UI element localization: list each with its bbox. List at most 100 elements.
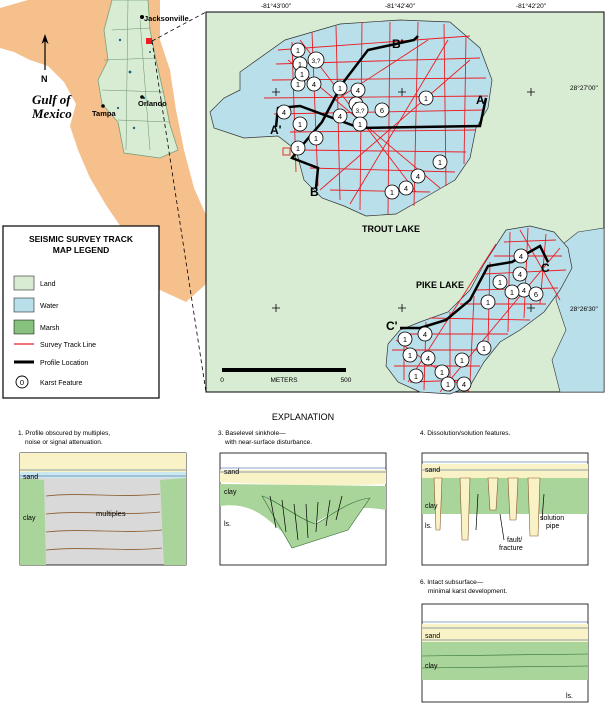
karst-feature-value: 1 bbox=[298, 120, 302, 129]
profile-label-c-prime: C' bbox=[386, 319, 398, 333]
panel-6-label-clay: clay bbox=[425, 663, 438, 670]
latitude-label-2: 28°26'30" bbox=[570, 305, 599, 313]
panel-3-label-sand: sand bbox=[224, 469, 239, 476]
explanation-panel-4: 4. Dissolution/solution features. sand c… bbox=[420, 430, 589, 566]
karst-feature-value: 1 bbox=[482, 344, 486, 353]
explanation-title: EXPLANATION bbox=[272, 412, 334, 422]
karst-feature-value: 1 bbox=[403, 335, 407, 344]
legend-label-track: Survey Track Line bbox=[40, 342, 96, 349]
panel-4-label-sand: sand bbox=[425, 467, 440, 474]
explanation-panel-3: 3. Baselevel sinkhole— with near-surface… bbox=[218, 430, 387, 566]
pike-lake-label: PIKE LAKE bbox=[416, 280, 464, 290]
karst-feature-value: 1 bbox=[510, 288, 514, 297]
karst-feature-value: 4 bbox=[426, 354, 430, 363]
panel-3-caption-line1: 3. Baselevel sinkhole— bbox=[218, 430, 286, 437]
panel-4-label-fracture: fracture bbox=[499, 545, 523, 552]
karst-feature-marker: 6 bbox=[374, 102, 390, 118]
karst-feature-value: 6 bbox=[380, 106, 384, 115]
karst-feature-marker: 6 bbox=[528, 286, 544, 302]
panel-3-label-clay: clay bbox=[224, 489, 237, 496]
explanation-panel-1: 1. Profile obscured by multiples, noise … bbox=[18, 430, 187, 566]
longitude-label-1: -81°43'00" bbox=[261, 2, 292, 10]
longitude-label-3: -81°42'20" bbox=[516, 2, 547, 10]
map-legend: SEISMIC SURVEY TRACK MAP LEGEND Land Wat… bbox=[2, 225, 160, 399]
karst-feature-value: 4 bbox=[462, 380, 466, 389]
legend-symbol-karst bbox=[15, 375, 29, 389]
legend-title-line1: SEISMIC SURVEY TRACK bbox=[29, 234, 134, 244]
city-dot-orlando bbox=[140, 95, 144, 99]
legend-label-land: Land bbox=[40, 281, 56, 288]
karst-feature-marker: 1 bbox=[434, 364, 450, 380]
main-map: A A' B B' C C' TROUT LAKE PIKE LAKE -81°… bbox=[205, 2, 605, 395]
karst-feature-marker: 1 bbox=[397, 331, 413, 347]
karst-feature-value: 1 bbox=[408, 351, 412, 360]
longitude-label-2: -81°42'40" bbox=[385, 2, 416, 10]
karst-feature-value: 4 bbox=[338, 112, 342, 121]
profile-label-a-prime: A' bbox=[270, 123, 282, 137]
panel-1-label-sand: sand bbox=[23, 474, 38, 481]
karst-feature-marker: 4 bbox=[306, 76, 322, 92]
karst-feature-value: 3,? bbox=[355, 108, 364, 115]
karst-feature-marker: 4 bbox=[456, 376, 472, 392]
panel-6-label-ls: ls. bbox=[566, 693, 573, 700]
karst-feature-value: 1 bbox=[296, 80, 300, 89]
karst-feature-marker: 3,? bbox=[307, 51, 325, 69]
profile-labels: A A' B B' C C' bbox=[270, 37, 550, 333]
panel-4-label-ls: ls. bbox=[425, 523, 432, 530]
karst-feature-marker: 1 bbox=[480, 294, 496, 310]
karst-feature-value: 1 bbox=[300, 70, 304, 79]
karst-feature-value: 1 bbox=[338, 84, 342, 93]
legend-swatch-water bbox=[13, 297, 35, 313]
karst-feature-value: 4 bbox=[416, 172, 420, 181]
panel-1-label-clay: clay bbox=[23, 515, 36, 522]
city-label-jacksonville: Jacksonville bbox=[144, 14, 189, 23]
karst-feature-value: 1 bbox=[414, 372, 418, 381]
panel-4-label-clay: clay bbox=[425, 503, 438, 510]
inland-lakes bbox=[116, 38, 151, 130]
karst-feature-value: 1 bbox=[446, 380, 450, 389]
karst-feature-marker: 4 bbox=[512, 266, 528, 282]
karst-feature-value: 3,? bbox=[311, 58, 320, 65]
karst-feature-marker: 1 bbox=[290, 42, 306, 58]
karst-feature-marker: 1 bbox=[402, 347, 418, 363]
karst-markers-trout: 1 1 3,? 1 1 4 1 4 1 4 4 1 3,? 6 1 1 1 1 … bbox=[276, 42, 448, 200]
study-area-marker bbox=[146, 38, 152, 44]
karst-feature-marker: 4 bbox=[332, 108, 348, 124]
karst-feature-value: 1 bbox=[314, 134, 318, 143]
karst-markers-pike: 4 4 1 4 6 1 1 4 1 1 4 1 1 1 1 4 1 bbox=[397, 248, 544, 392]
karst-feature-marker: 1 bbox=[454, 352, 470, 368]
karst-feature-value: 1 bbox=[390, 188, 394, 197]
karst-feature-marker: 1 bbox=[290, 140, 306, 156]
karst-feature-marker: 4 bbox=[420, 350, 436, 366]
profile-label-b: B bbox=[310, 185, 319, 199]
scale-label-zero: 0 bbox=[220, 377, 224, 384]
karst-feature-marker: 1 bbox=[352, 116, 368, 132]
gulf-label-line1: Gulf of bbox=[32, 92, 72, 107]
karst-feature-value: 4 bbox=[282, 108, 286, 117]
profile-label-a: A bbox=[476, 93, 485, 107]
panel-4-label-solution: solution bbox=[540, 515, 564, 522]
panel-1-label-multiples: multiples bbox=[96, 509, 126, 518]
karst-feature-marker: 1 bbox=[308, 130, 324, 146]
track-square bbox=[282, 147, 291, 156]
legend-symbol-karst-text: 0 bbox=[20, 378, 24, 387]
county-lines bbox=[101, 0, 171, 151]
karst-feature-marker: 3,? bbox=[351, 101, 369, 119]
karst-feature-marker: 1 bbox=[332, 80, 348, 96]
panel-6-caption-line2: minimal karst development. bbox=[428, 588, 507, 595]
legend-label-marsh: Marsh bbox=[40, 325, 60, 332]
legend-title-line2: MAP LEGEND bbox=[53, 245, 110, 255]
gulf-label-line2: Mexico bbox=[31, 106, 72, 121]
panel-1-caption-line2: noise or signal attenuation. bbox=[25, 439, 103, 446]
karst-feature-value: 1 bbox=[296, 144, 300, 153]
karst-feature-marker: 4 bbox=[398, 180, 414, 196]
karst-feature-value: 1 bbox=[424, 94, 428, 103]
leader-line-bottom bbox=[151, 40, 207, 393]
city-label-tampa: Tampa bbox=[92, 109, 116, 118]
trout-lake-label: TROUT LAKE bbox=[362, 224, 420, 234]
latitude-label-1: 28°27'00" bbox=[570, 84, 599, 92]
panel-6-caption-line1: 6. Intact subsurface— bbox=[420, 579, 484, 586]
panel-3-label-ls: ls. bbox=[224, 521, 231, 528]
karst-feature-value: 1 bbox=[440, 368, 444, 377]
